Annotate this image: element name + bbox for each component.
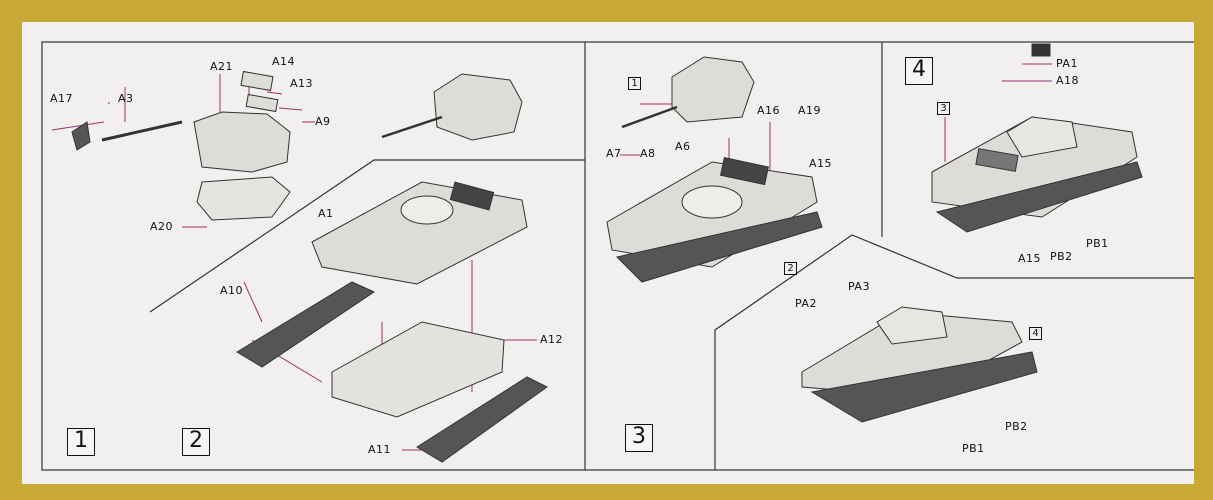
part-label-pb1-lower: PB1 xyxy=(962,442,985,455)
ref-step-3: 3 xyxy=(937,102,950,115)
part-label-a11: A11 xyxy=(368,443,392,456)
part-label-pb1: PB1 xyxy=(1086,237,1109,250)
step-number-4: 4 xyxy=(905,57,933,85)
part-label-a15: A15 xyxy=(809,157,833,170)
step-number-3: 3 xyxy=(625,424,653,452)
part-label-pa3: PA3 xyxy=(848,280,870,293)
part-label-a13: A13 xyxy=(290,77,314,90)
part-label-a1: A1 xyxy=(318,207,334,220)
part-label-pb2-lower: PB2 xyxy=(1005,420,1028,433)
part-label-pa2: PA2 xyxy=(795,297,817,310)
part-label-a15-step4: A15 xyxy=(1018,252,1042,265)
part-label-a18: A18 xyxy=(1056,74,1080,87)
part-label-a17: A17 xyxy=(50,92,74,105)
step-number-2: 2 xyxy=(182,428,210,456)
part-label-a9: A9 xyxy=(315,115,331,128)
part-label-a16: A16 xyxy=(757,104,781,117)
part-label-a21: A21 xyxy=(210,60,234,73)
part-label-a10: A10 xyxy=(220,284,244,297)
part-label-pa1: PA1 xyxy=(1056,57,1078,70)
ref-step-1: 1 xyxy=(628,77,641,90)
ref-step-2: 2 xyxy=(784,262,797,275)
part-label-a19: A19 xyxy=(798,104,822,117)
assembly-diagram xyxy=(41,41,1194,471)
tank-drawings xyxy=(71,43,1143,463)
ref-step-4: 4 xyxy=(1029,327,1042,340)
part-label-a7: A7 xyxy=(606,147,622,160)
panel-borders xyxy=(41,41,1194,471)
part-label-a14: A14 xyxy=(272,55,296,68)
step-number-1: 1 xyxy=(67,428,95,456)
part-label-a12: A12 xyxy=(540,333,564,346)
part-label-a3: A3 xyxy=(118,92,134,105)
part-label-a6: A6 xyxy=(675,140,691,153)
instruction-sheet: 1 2 3 4 1 2 3 4 A17 A3 A21 A14 A13 A9 A2… xyxy=(22,22,1194,484)
part-label-pb2: PB2 xyxy=(1050,250,1073,263)
part-label-a8: A8 xyxy=(640,147,656,160)
part-label-a20: A20 xyxy=(150,220,174,233)
